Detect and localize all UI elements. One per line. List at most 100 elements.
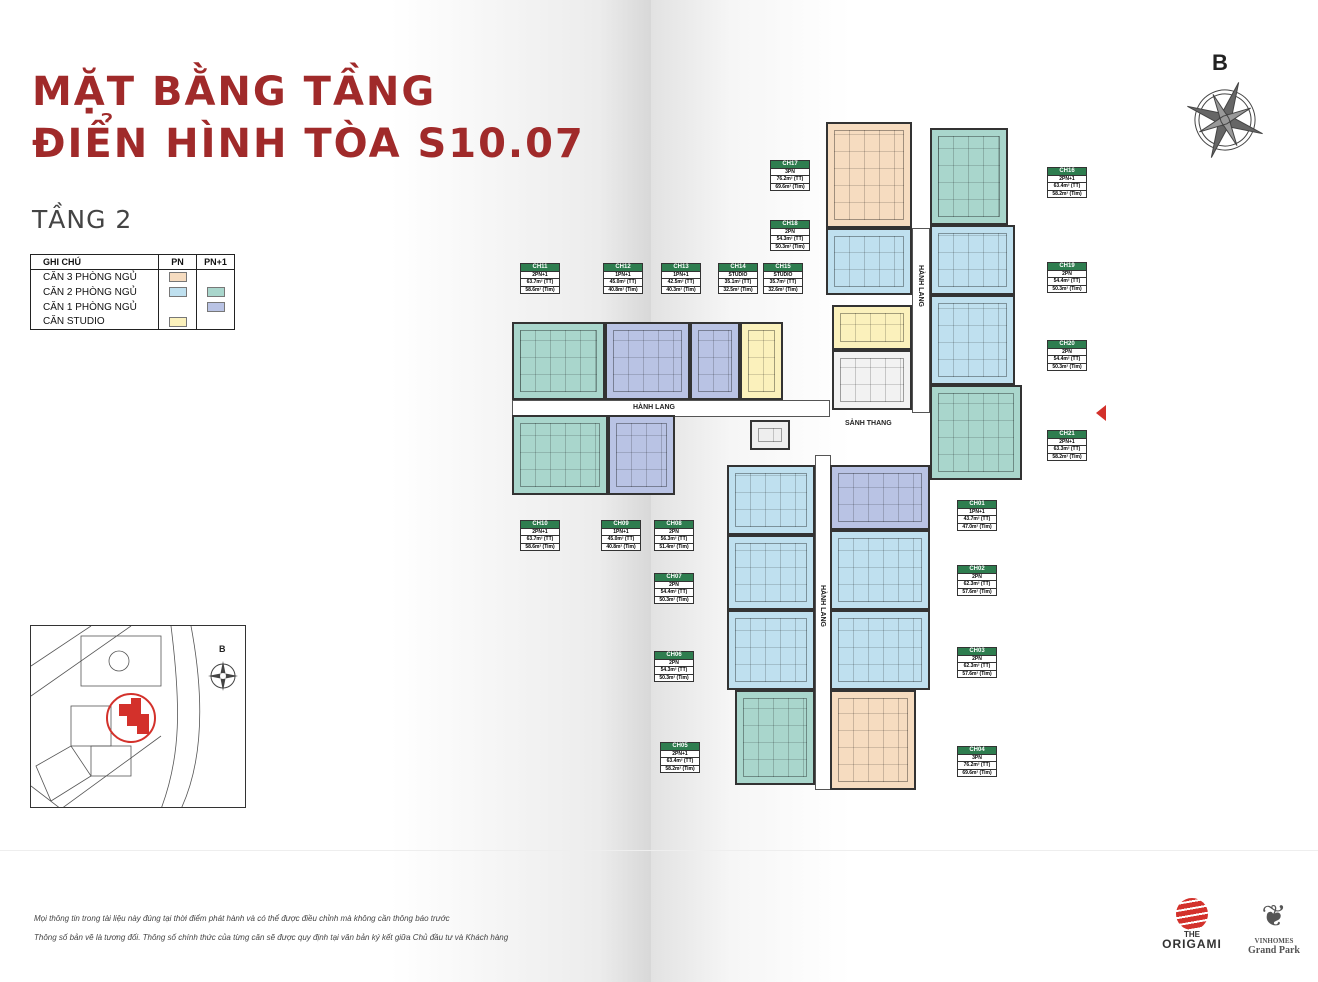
lobby-label: SẢNH THANG: [845, 420, 892, 427]
legend-row-label: CĂN 2 PHÒNG NGỦ: [30, 284, 159, 300]
unit-label-type: 2PN+1: [1048, 437, 1086, 446]
unit-label-type: 1PN+1: [958, 507, 996, 516]
unit-label-code: CH01: [958, 501, 996, 508]
unit-label-code: CH11: [521, 264, 559, 271]
unit-label-tt: 54.3m² (TT): [771, 235, 809, 243]
unit-CH01[interactable]: [830, 465, 930, 530]
unit-label-tt: 43.7m² (TT): [958, 515, 996, 523]
legend-header-note: GHI CHÚ: [30, 254, 159, 270]
compass-rose-icon: [1187, 82, 1263, 158]
unit-label-code: CH21: [1048, 431, 1086, 438]
unit-label-type: STUDIO: [764, 270, 802, 279]
unit-CH16[interactable]: [930, 128, 1008, 225]
unit-CH15[interactable]: [832, 305, 912, 350]
unit-label-code: CH12: [604, 264, 642, 271]
unit-label-code: CH16: [1048, 168, 1086, 175]
unit-CH04[interactable]: [830, 690, 916, 790]
unit-label-tt: 63.4m² (TT): [1048, 182, 1086, 190]
unit-label-code: CH05: [661, 743, 699, 750]
unit-CH03[interactable]: [830, 610, 930, 690]
vinhomes-logo: ❦ VINHOMES Grand Park: [1240, 897, 1308, 956]
unit-label-tim: 50.3m² (Tim): [655, 673, 693, 682]
unit-label-type: 3PN: [958, 753, 996, 762]
unit-label-code: CH09: [602, 521, 640, 528]
unit-CH06[interactable]: [727, 610, 815, 690]
swatch-3br: [168, 272, 187, 283]
unit-label-tim: 69.6m² (Tim): [958, 768, 996, 777]
minimap-compass-icon: [208, 661, 238, 691]
unit-label-tim: 57.6m² (Tim): [958, 587, 996, 596]
unit-CH09[interactable]: [608, 415, 675, 495]
unit-label-tt: 76.2m² (TT): [958, 761, 996, 769]
swatch-1br-plus: [206, 301, 225, 312]
unit-label-tt: 63.7m² (TT): [521, 535, 559, 543]
unit-label-code: CH17: [771, 161, 809, 168]
floor-label: TẦNG 2: [32, 205, 133, 234]
unit-label-tt: 63.7m² (TT): [521, 278, 559, 286]
unit-label-tt: 76.2m² (TT): [771, 175, 809, 183]
unit-CH08[interactable]: [727, 465, 815, 535]
unit-label-code: CH07: [655, 574, 693, 581]
unit-label-type: 2PN: [958, 654, 996, 663]
unit-CH17[interactable]: [826, 122, 912, 228]
corridor-label-north: HÀNH LANG: [917, 265, 924, 307]
unit-label-tim: 40.8m² (Tim): [604, 285, 642, 294]
unit-label-tt: 54.4m² (TT): [1048, 355, 1086, 363]
unit-CH20[interactable]: [930, 295, 1015, 385]
unit-label-tim: 58.2m² (Tim): [661, 764, 699, 773]
unit-label-code: CH03: [958, 648, 996, 655]
unit-label-tim: 57.6m² (Tim): [958, 669, 996, 678]
unit-label-code: CH20: [1048, 341, 1086, 348]
unit-CH07[interactable]: [727, 535, 815, 610]
divider: [0, 850, 1318, 851]
unit-CH18[interactable]: [826, 228, 912, 295]
vinhomes-logo-top: VINHOMES: [1254, 937, 1294, 945]
unit-label-tt: 54.4m² (TT): [1048, 277, 1086, 285]
unit-CH13[interactable]: [690, 322, 740, 400]
swatch-2br-plus: [206, 286, 225, 297]
unit-label-tt: 54.4m² (TT): [655, 588, 693, 596]
unit-CH12[interactable]: [605, 322, 690, 400]
unit-CH11[interactable]: [512, 322, 605, 400]
unit-CH10[interactable]: [512, 415, 608, 495]
title-line-2: ĐIỂN HÌNH TÒA S10.07: [32, 121, 585, 167]
unit-label-code: CH15: [764, 264, 802, 271]
unit-label-tim: 58.2m² (Tim): [1048, 452, 1086, 461]
stairwell: [750, 420, 790, 450]
origami-logo-text: ORIGAMI: [1162, 937, 1222, 951]
unit-CH19[interactable]: [930, 225, 1015, 295]
unit-label-tt: 42.5m² (TT): [662, 278, 700, 286]
swatch-studio: [168, 316, 187, 327]
unit-label-tt: 56.3m² (TT): [655, 535, 693, 543]
corridor-vertical-north: [912, 228, 930, 413]
unit-label-type: 3PN: [771, 167, 809, 176]
unit-label-code: CH06: [655, 652, 693, 659]
legend-header-pn1: PN+1: [196, 254, 235, 270]
unit-label-code: CH08: [655, 521, 693, 528]
unit-label-tt: 35.7m² (TT): [764, 278, 802, 286]
site-map-drawing: [31, 626, 238, 807]
legend-row-label: CĂN 3 PHÒNG NGỦ: [30, 269, 159, 285]
unit-CH14[interactable]: [740, 322, 783, 400]
vinhomes-logo-bottom: Grand Park: [1248, 945, 1300, 956]
unit-label-type: 2PN: [1048, 269, 1086, 278]
compass-north-label: B: [1212, 50, 1228, 75]
unit-CH21[interactable]: [930, 385, 1022, 480]
unit-label-tim: 40.3m² (Tim): [662, 285, 700, 294]
unit-CH05[interactable]: [735, 690, 815, 785]
unit-CH02[interactable]: [830, 530, 930, 610]
unit-label-code: CH18: [771, 221, 809, 228]
unit-label-type: 2PN: [655, 527, 693, 536]
unit-label-tim: 69.6m² (Tim): [771, 182, 809, 191]
